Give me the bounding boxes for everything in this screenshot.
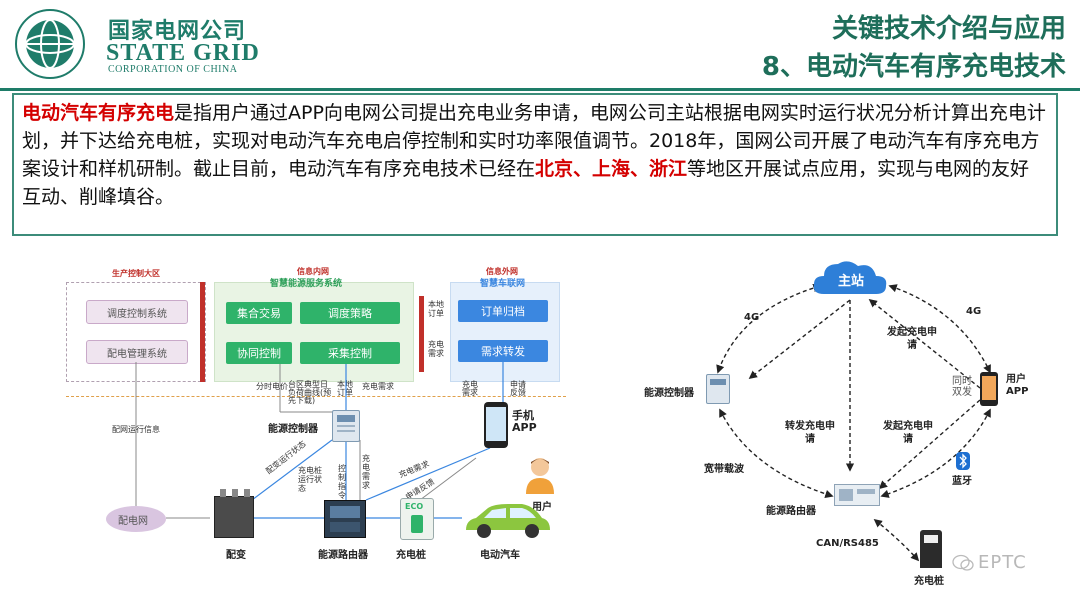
zone-info-inner-label: 信息内网: [297, 267, 329, 276]
user-label: 用户: [532, 502, 552, 513]
electric-car-label: 电动汽车: [480, 550, 520, 561]
vehicle-item-forward: 需求转发: [458, 340, 548, 362]
ann-charge-need: 充电需求: [362, 382, 394, 391]
zone-info-outer: [450, 282, 560, 382]
ann-charge-need-2: 充电需求: [462, 380, 478, 397]
right-energy-router-label: 能源路由器: [766, 506, 816, 517]
energy-controller-device-icon: [332, 410, 360, 442]
transformer-label: 配变: [226, 550, 246, 561]
energy-router-icon: [324, 500, 366, 538]
label-local-order: 本地订单: [428, 300, 444, 318]
right-energy-controller-label: 能源控制器: [644, 388, 694, 399]
watermark-label: EPTC: [978, 552, 1027, 573]
transformer-icon: [214, 489, 254, 538]
zone-info-outer-label: 信息外网: [486, 267, 518, 276]
ann-charge-status: 充电需求: [362, 454, 370, 490]
zone-production-label: 生产控制大区: [112, 269, 160, 278]
page-title: 关键技术介绍与应用: [831, 14, 1066, 44]
grid-node-label: 配电网: [118, 516, 148, 527]
watermark-wechat-icon: [952, 554, 974, 571]
sync-label: 同时双发: [952, 376, 972, 398]
ann-control: 控制指令: [338, 464, 346, 500]
isolation-bar-left: [200, 282, 205, 382]
broadband-label: 宽带载波: [704, 464, 744, 475]
vehicle-network-label: 智慧车联网: [480, 279, 526, 289]
header: 国家电网公司 STATE GRID CORPORATION OF CHINA 关…: [0, 0, 1080, 88]
distribution-system-box: 配电管理系统: [86, 340, 188, 364]
eco-badge: ECO: [405, 502, 424, 511]
forward-request-label: 转发充电申请: [785, 421, 835, 445]
ann-time-price: 分时电价: [256, 382, 288, 391]
phone-app-label: 手机APP: [512, 409, 537, 434]
ann-apply-feedback: 申请反馈: [510, 380, 526, 397]
electric-car-icon: [466, 504, 550, 538]
charging-pile-icon: ECO: [400, 498, 434, 540]
phone-app-icon: [484, 402, 508, 448]
zone-info-inner: [214, 282, 414, 382]
service-item-cooperate: 协同控制: [226, 342, 292, 364]
request-up-label: 发起充电申请: [887, 327, 937, 351]
description-box: 电动汽车有序充电是指用户通过APP向电网公司提出充电业务申请，电网公司主站根据电…: [12, 93, 1058, 236]
user-avatar-icon: [526, 458, 554, 494]
description-text-1: 是指用户通过APP向电网公司提出充电业务申请，电网公司主站根据电网实时运行状况分…: [22, 102, 1046, 180]
bus-label: CAN/RS485: [816, 538, 879, 549]
link-4g-right: 4G: [966, 306, 982, 317]
service-system-label: 智慧能源服务系统: [270, 279, 343, 289]
vehicle-item-order: 订单归档: [458, 300, 548, 322]
charging-pile-label: 充电桩: [396, 550, 426, 561]
description-text-2: 等地区开展试点应用，实现与电网的友好互动、削峰填谷。: [22, 158, 1030, 208]
user-app-label: 用户APP: [1006, 374, 1029, 397]
user-app-phone-icon: [980, 372, 998, 406]
ann-pile-status: 充电桩运行状态: [298, 466, 322, 493]
master-station-label: 主站: [838, 274, 865, 289]
right-energy-router-icon: [834, 484, 880, 506]
logo-english-name: STATE GRID: [106, 40, 260, 66]
description-places: 北京、上海、浙江: [535, 158, 688, 180]
service-item-trade: 集合交易: [226, 302, 292, 324]
state-grid-logo-icon: [15, 9, 85, 79]
page-subtitle: 8、电动汽车有序充电技术: [761, 52, 1066, 82]
description-term: 电动汽车有序充电: [22, 102, 175, 124]
right-energy-controller-icon: [706, 374, 730, 404]
ann-load-curve: 台区典型日负荷曲线(预先下载): [288, 380, 332, 405]
energy-controller-label: 能源控制器: [268, 424, 318, 435]
dispatch-system-box: 调度控制系统: [86, 300, 188, 324]
bluetooth-label: 蓝牙: [952, 476, 972, 487]
service-item-collect: 采集控制: [300, 342, 400, 364]
header-divider: [0, 88, 1080, 91]
label-charge-demand: 充电需求: [428, 340, 444, 358]
energy-router-label: 能源路由器: [318, 550, 368, 561]
grid-node-ellipse: [106, 506, 166, 532]
zone-divider: [66, 396, 566, 397]
bluetooth-icon: [956, 452, 970, 470]
isolation-bar-right: [419, 296, 424, 372]
right-charging-pile-label: 充电桩: [914, 576, 944, 587]
right-charging-pile-icon: [920, 530, 942, 568]
request-down-label: 发起充电申请: [883, 421, 933, 445]
logo-chinese-name: 国家电网公司: [108, 19, 247, 44]
logo-english-subtitle: CORPORATION OF CHINA: [108, 64, 238, 75]
ann-local-order: 本地订单: [337, 380, 353, 397]
link-4g-left: 4G: [744, 312, 760, 323]
master-station-cloud-icon: [813, 261, 887, 294]
service-item-strategy: 调度策略: [300, 302, 400, 324]
